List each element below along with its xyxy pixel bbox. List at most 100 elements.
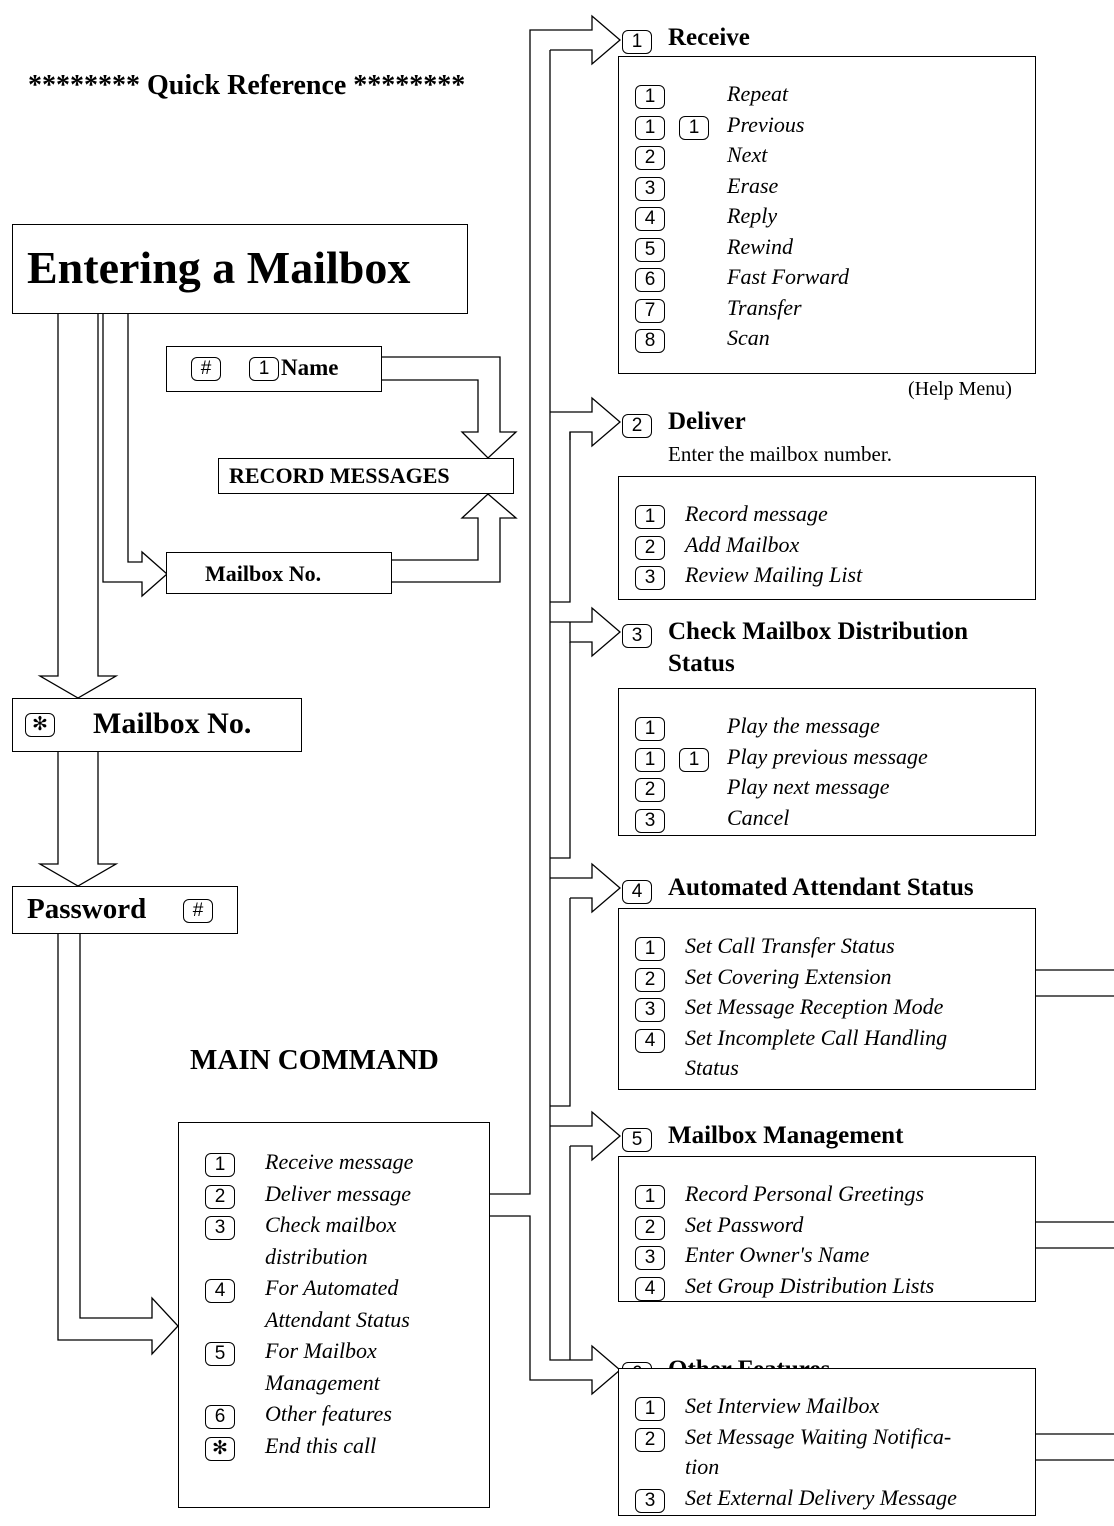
section-item-deliver: Record message	[685, 501, 828, 526]
section-item-management: Set Password	[685, 1211, 804, 1237]
star-key: ✻	[205, 1436, 235, 1461]
section-item-management: Set Group Distribution Lists	[685, 1272, 935, 1298]
section-title2-check: Status	[668, 650, 735, 677]
key-1: 1	[679, 115, 709, 140]
password-box: Password #	[12, 886, 238, 934]
key-1: 1	[679, 747, 709, 772]
key-1: 1	[635, 85, 665, 109]
arrow-to-star-mailbox	[37, 313, 119, 699]
section-key-4: 4	[622, 880, 652, 904]
section-item-other: Set Interview Mailbox	[685, 1393, 880, 1418]
key-4: 4	[635, 207, 665, 231]
section-title-check: Check Mailbox Distribution	[668, 618, 969, 645]
password-label: Password	[27, 893, 147, 925]
main-command-title: MAIN COMMAND	[190, 1044, 439, 1076]
main-command-item: distribution	[265, 1243, 368, 1269]
entering-mailbox-box: Entering a Mailbox	[12, 224, 468, 314]
section-title-receive: Receive	[668, 24, 750, 51]
arrow-to-management	[550, 1110, 621, 1162]
key-2: 2	[205, 1184, 235, 1209]
key-7: 7	[635, 298, 665, 323]
key-2: 2	[635, 1427, 665, 1452]
key-3: 3	[635, 1246, 665, 1270]
arrow-to-mailbox-no	[102, 313, 168, 598]
section-item-other: tion	[685, 1454, 720, 1479]
mailbox-no-label: Mailbox No.	[205, 561, 322, 586]
section-item-receive: Repeat	[727, 81, 789, 106]
entering-mailbox-title: Entering a Mailbox	[27, 242, 411, 293]
key-3: 3	[635, 176, 665, 201]
key-5: 5	[635, 237, 665, 262]
arrow-mailbox-to-record	[390, 493, 518, 583]
name-box: # 1 Name	[166, 346, 382, 392]
star-key: ✻	[25, 713, 55, 737]
pound-key: #	[191, 357, 221, 381]
key-3: 3	[635, 998, 665, 1022]
section-key-1: 1	[622, 30, 652, 54]
section-item-attendant: Status	[685, 1055, 739, 1080]
key-2: 2	[635, 1215, 665, 1240]
key-1: 1	[635, 115, 665, 140]
section-box-other: 1 Set Interview Mailbox 2 Set Message Waiti…	[618, 1368, 1036, 1516]
arrow-to-attendant	[550, 862, 621, 914]
key-1: 1	[635, 937, 665, 961]
main-command-item: Other features	[265, 1401, 392, 1426]
main-command-item: Deliver message	[265, 1180, 412, 1206]
section-key-3: 3	[622, 624, 652, 648]
arrow-to-main-command	[57, 933, 179, 1356]
section-item-check: Cancel	[727, 804, 790, 830]
star-mailbox-label: Mailbox No.	[93, 707, 252, 740]
key-3: 3	[635, 1488, 665, 1513]
key-1: 1	[205, 1153, 235, 1177]
name-label: Name	[281, 355, 339, 380]
arrow-to-receive	[490, 14, 621, 1195]
key-2: 2	[635, 535, 665, 560]
main-command-item: For Automated	[265, 1275, 399, 1300]
section-key-2: 2	[622, 414, 652, 438]
main-command-item: Check mailbox	[265, 1212, 397, 1237]
main-command-item: Management	[265, 1369, 380, 1395]
section-item-receive: Reply	[727, 203, 778, 228]
arrow-to-deliver	[550, 396, 621, 448]
arrow-to-check	[550, 606, 621, 658]
section-item-check: Play next message	[727, 774, 890, 799]
key-1: 1	[635, 1397, 665, 1421]
star-mailbox-box: ✻ Mailbox No.	[12, 698, 302, 752]
mailbox-no-box: Mailbox No.	[166, 552, 392, 594]
key-4: 4	[205, 1279, 235, 1303]
arrow-to-password	[37, 752, 119, 887]
key-3: 3	[635, 566, 665, 590]
section-box-deliver: 1 Record message 2 Add Mailbox 3 Review Maili…	[618, 476, 1036, 600]
key-1: 1	[635, 1185, 665, 1209]
section-item-attendant: Set Call Transfer Status	[685, 933, 895, 958]
arrow-name-to-record	[380, 356, 518, 459]
section-item-receive: Rewind	[727, 233, 793, 259]
key-1: 1	[635, 747, 665, 772]
key-1: 1	[635, 505, 665, 529]
key-4: 4	[635, 1276, 665, 1301]
section-title-management: Mailbox Management	[668, 1122, 904, 1149]
section-item-attendant: Set Covering Extension	[685, 963, 892, 989]
section-box-management: 1 Record Personal Greetings 2 Set Password 3…	[618, 1156, 1036, 1302]
section-item-attendant: Set Message Reception Mode	[685, 994, 944, 1019]
key-1: 1	[635, 717, 665, 741]
section-item-deliver: Add Mailbox	[685, 531, 800, 557]
quick-reference-title: ******** Quick Reference ********	[28, 70, 466, 101]
section-item-management: Enter Owner's Name	[685, 1242, 870, 1267]
section-item-other: Set External Delivery Message	[685, 1484, 957, 1510]
section-item-other: Set Message Waiting Notifica-	[685, 1423, 952, 1449]
key-1: 1	[249, 357, 279, 381]
section-item-management: Record Personal Greetings	[685, 1181, 925, 1206]
section-item-deliver: Review Mailing List	[685, 562, 863, 587]
main-command-item: Attendant Status	[265, 1306, 410, 1332]
section-item-receive: Previous	[727, 111, 805, 137]
section-item-check: Play previous message	[727, 743, 928, 769]
section-title-attendant: Automated Attendant Status	[668, 874, 974, 901]
section-item-receive: Next	[727, 142, 768, 167]
main-command-item: Receive message	[265, 1149, 414, 1174]
section-item-receive: Fast Forward	[727, 264, 850, 289]
key-2: 2	[635, 967, 665, 992]
